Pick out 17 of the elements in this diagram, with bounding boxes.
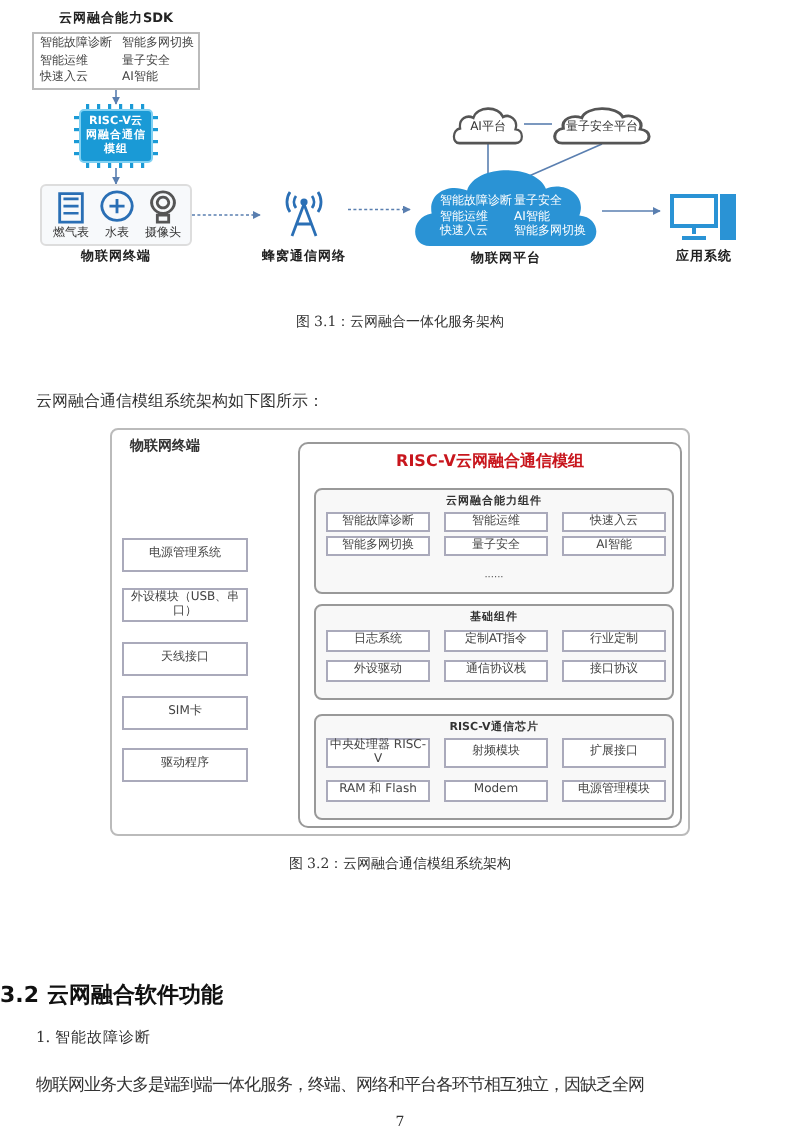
paragraph: 物联网业务大多是端到端一体化服务，终端、网络和平台各环节相互独立，因缺乏全网: [36, 1074, 644, 1096]
arrow: [112, 89, 120, 105]
module-panel: [298, 442, 682, 828]
connector-line: [528, 143, 603, 177]
terminal-panel: [110, 428, 690, 836]
connector-line: [523, 123, 553, 125]
panel-title: RISC-V云网融合通信模组: [394, 454, 586, 472]
arrow: [347, 205, 411, 214]
paragraph: 云网融合通信模组系统架构如下图所示：: [36, 390, 324, 412]
component-group: [314, 714, 674, 820]
connector-line: [487, 143, 489, 177]
arrow: [191, 211, 261, 219]
section-heading: 3.2 云网融合软件功能: [0, 980, 223, 1010]
arrow: [601, 207, 661, 215]
component-group: [314, 488, 674, 594]
component-group: [314, 604, 674, 700]
arrow: [112, 167, 120, 185]
